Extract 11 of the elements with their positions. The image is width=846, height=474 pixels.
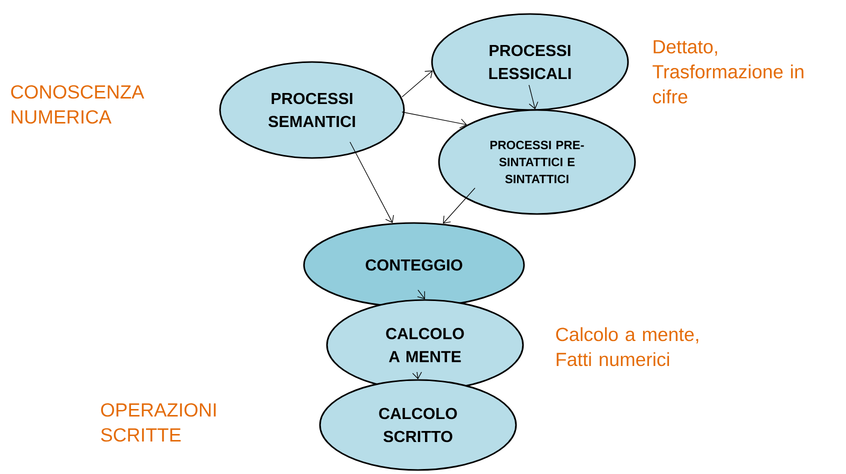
side-note: CONOSCENZA NUMERICA — [11, 85, 144, 124]
arrow — [442, 188, 476, 224]
side-note: Dettato, Trasformazione in cifre — [652, 40, 804, 104]
side-note: Calcolo a mente, Fatti numerici — [556, 327, 698, 366]
arrow — [402, 112, 467, 128]
arrow — [417, 290, 425, 300]
arrow — [350, 142, 394, 223]
arrow — [412, 372, 422, 380]
side-note: OPERAZIONI SCRITTE — [101, 403, 216, 442]
arrow — [528, 84, 538, 110]
arrow — [402, 70, 433, 98]
